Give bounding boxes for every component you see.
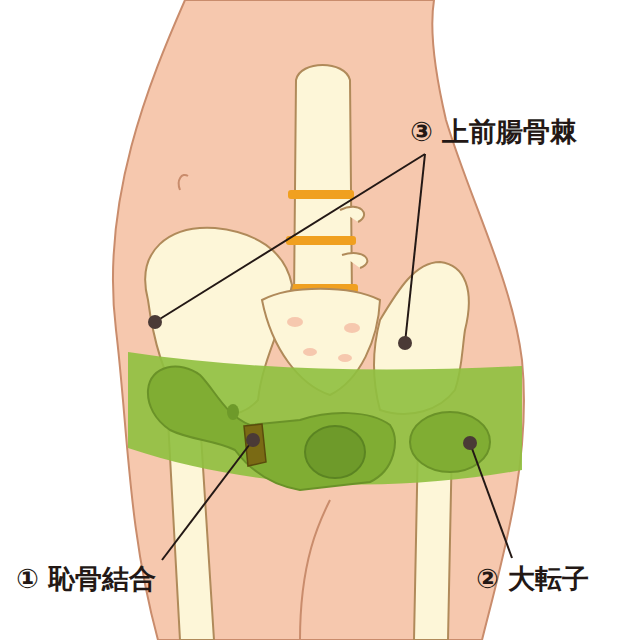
buttock-line — [300, 500, 330, 640]
leader-line — [470, 443, 512, 558]
pubic-symphysis — [244, 424, 266, 466]
foramen — [338, 354, 352, 362]
disc — [286, 236, 356, 245]
foramen — [287, 317, 303, 327]
leader-line — [405, 154, 425, 343]
spine — [294, 65, 352, 300]
obturator-foramen — [305, 426, 365, 478]
callout-label: ③ 上前腸骨棘 — [410, 116, 577, 147]
foramen — [303, 348, 317, 356]
foramen — [344, 323, 360, 333]
body-outline — [113, 0, 524, 640]
callout-label: ② 大転子 — [476, 563, 589, 594]
pelvic-ring — [148, 367, 395, 490]
leader-line — [162, 440, 253, 560]
label-holder: ① 恥骨結合 — [16, 563, 156, 595]
vertebra-process — [340, 207, 367, 268]
label-holder: ③ 上前腸骨棘 — [410, 116, 577, 148]
disc — [288, 190, 354, 199]
landmark-dot — [463, 436, 477, 450]
navel — [179, 175, 188, 190]
landmark-dot — [398, 336, 412, 350]
landmark-dot — [148, 315, 162, 329]
callout-label: ① 恥骨結合 — [16, 563, 156, 594]
leader-line — [155, 154, 425, 322]
landmark-dot — [246, 433, 260, 447]
label-holder: ② 大転子 — [476, 563, 589, 595]
obturator-foramen — [227, 404, 239, 420]
